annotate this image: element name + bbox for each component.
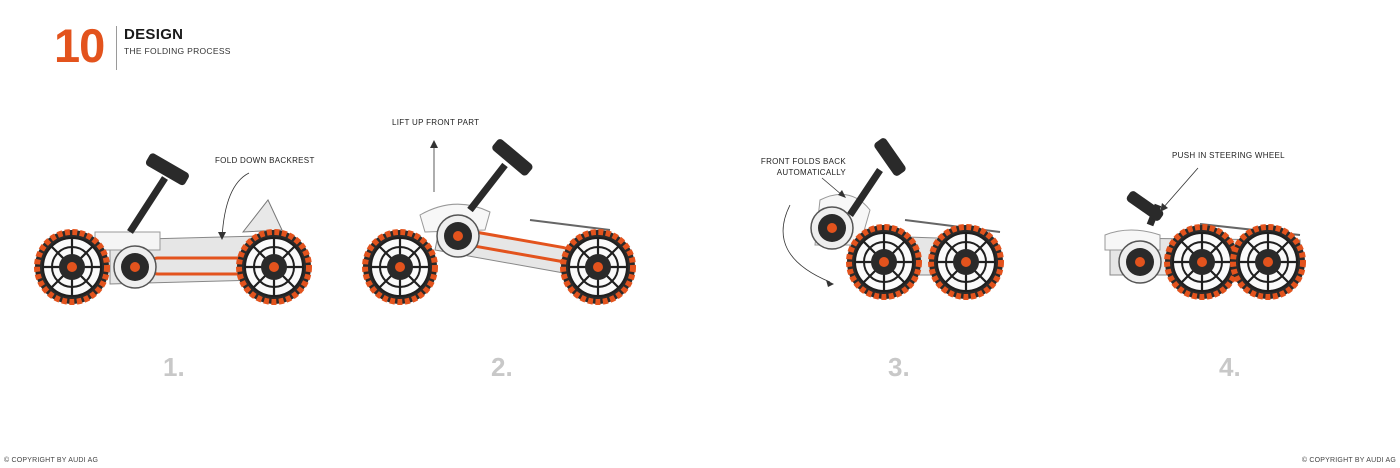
step-1-number: 1.: [163, 352, 185, 382]
page-subtitle: THE FOLDING PROCESS: [124, 46, 231, 56]
kart-step-4: [1104, 167, 1305, 299]
step-4-number: 4.: [1219, 352, 1241, 382]
copyright-right: © COPYRIGHT BY AUDI AG: [1301, 457, 1396, 464]
kart-step-3: [782, 138, 1003, 299]
step-4-annotation: PUSH IN STEERING WHEEL: [1172, 151, 1285, 160]
step-2-number: 2.: [491, 352, 513, 382]
page-title: DESIGN: [124, 26, 184, 43]
copyright-left: © COPYRIGHT BY AUDI AG: [4, 457, 99, 464]
header-divider: [116, 26, 117, 70]
kart-step-1: [35, 153, 311, 304]
step-3-annotation: FRONT FOLDS BACK AUTOMATICALLY: [760, 157, 846, 177]
step-1-annotation: FOLD DOWN BACKREST: [215, 156, 315, 165]
page-number: 10: [54, 19, 105, 72]
kart-step-2: [363, 139, 635, 304]
step-3-number: 3.: [888, 352, 910, 382]
step-2-annotation: LIFT UP FRONT PART: [392, 118, 480, 127]
